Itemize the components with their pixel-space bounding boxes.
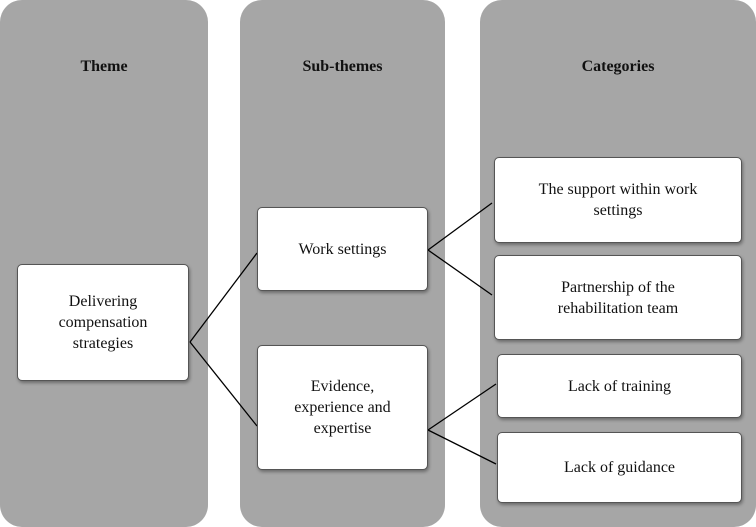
category-box-label: Lack of guidance <box>563 459 676 476</box>
category-box-lack-of-guidance: Lack of guidance <box>497 432 742 503</box>
category-box-label: Partnership of the rehabilitation team <box>557 278 679 317</box>
sub-theme-box-label: Work settings <box>298 240 387 258</box>
sub-theme-box-label: Evidence, experience and expertise <box>294 378 391 437</box>
category-box-label: Lack of training <box>567 377 672 395</box>
category-box-partnership-rehabilitation-team: Partnership of the rehabilitation team <box>494 255 742 340</box>
sub-theme-box-evidence-experience-expertise: Evidence, experience and expertise <box>257 345 428 470</box>
theme-column: Theme <box>0 0 208 527</box>
categories-column-header: Categories <box>581 58 655 75</box>
category-box-lack-of-training: Lack of training <box>497 354 742 418</box>
theme-box-delivering-compensation-strategies: Delivering compensation strategies <box>17 264 189 381</box>
category-box-label: The support within work settings <box>538 181 698 219</box>
sub-themes-column-header: Sub-themes <box>302 58 383 75</box>
sub-theme-box-work-settings: Work settings <box>257 207 428 291</box>
category-box-support-within-work-settings: The support within work settings <box>494 157 742 243</box>
theme-box-label: Delivering compensation strategies <box>58 293 148 352</box>
theme-column-header: Theme <box>80 58 128 75</box>
